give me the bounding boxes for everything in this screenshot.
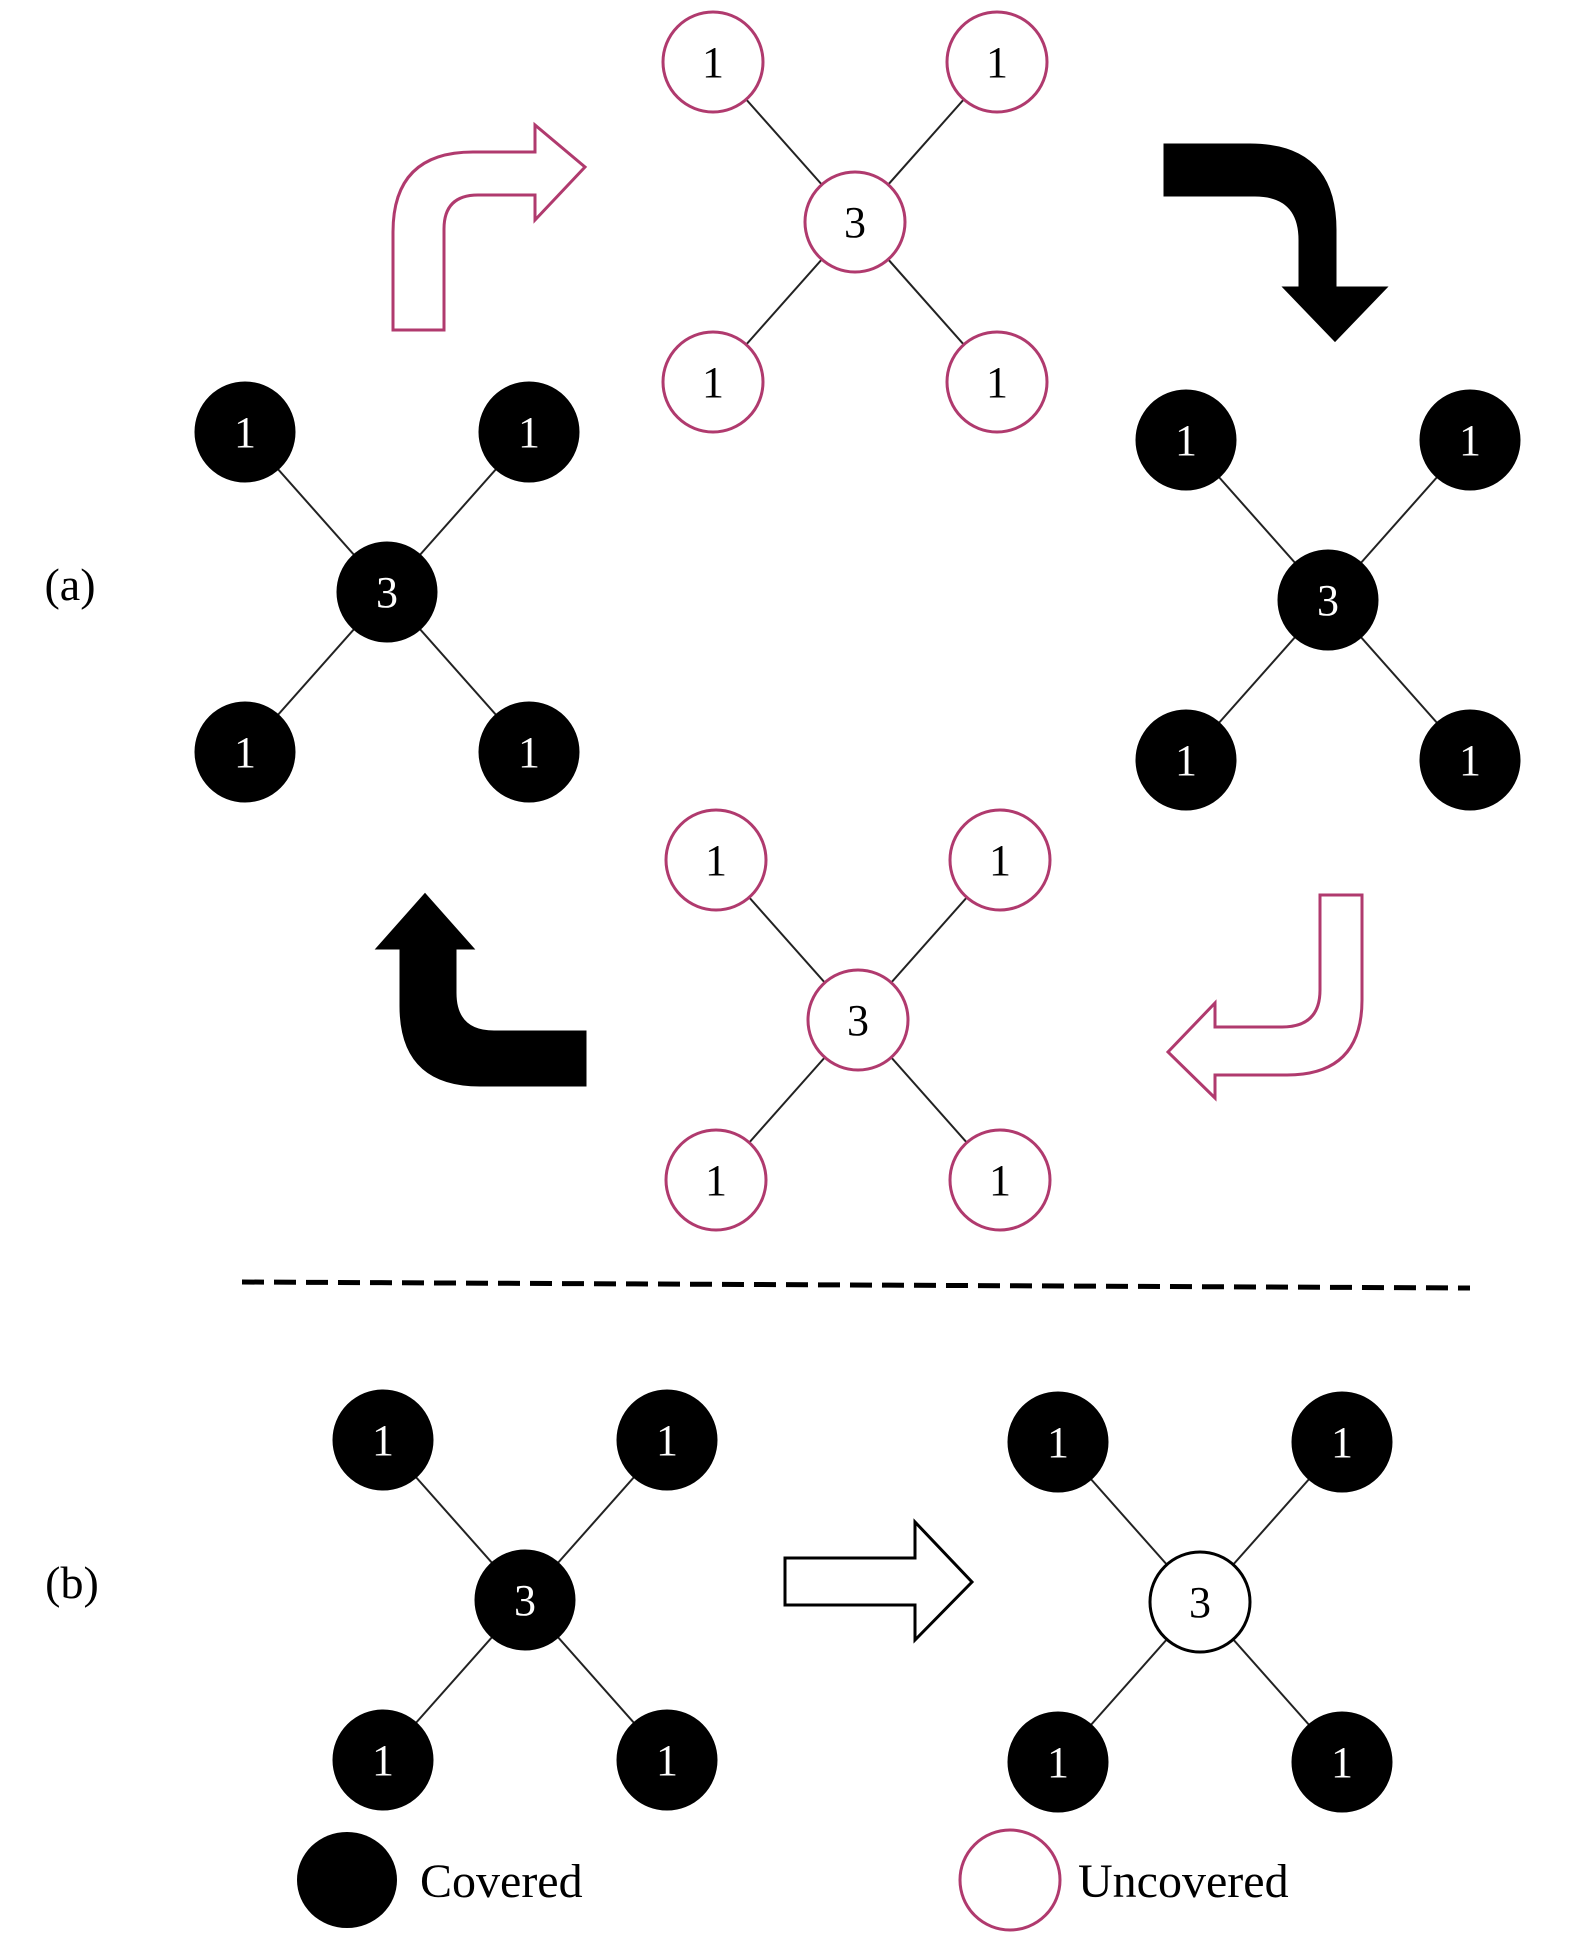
leaf-node-0-label: 1 <box>234 408 256 457</box>
leaf-node-1-label: 1 <box>989 836 1011 885</box>
panel-label-a: (a) <box>44 559 95 610</box>
center-node-circle <box>474 1549 576 1651</box>
leaf-node-1-circle <box>1291 1391 1393 1493</box>
leaf-node-3-label: 1 <box>518 728 540 777</box>
leaf-node-2-label: 1 <box>234 728 256 777</box>
leaf-node-3-circle <box>478 701 580 803</box>
center-node-circle <box>806 968 910 1072</box>
leaf-node-3-circle <box>1291 1711 1393 1813</box>
leaf-node-2-label: 1 <box>372 1736 394 1785</box>
leaf-node-0-circle <box>332 1389 434 1491</box>
leaf-node-1-circle <box>616 1389 718 1491</box>
leaf-node-2-label: 1 <box>1175 736 1197 785</box>
leaf-node-3-label: 1 <box>656 1736 678 1785</box>
curved-arrow-bottom-left-icon <box>374 892 587 1087</box>
legend-uncovered-swatch <box>958 1828 1062 1932</box>
leaf-node-0-label: 1 <box>1175 416 1197 465</box>
center-node-label: 3 <box>844 198 866 247</box>
separator-dashed-line <box>241 1279 1471 1291</box>
leaf-node-0-label: 1 <box>705 836 727 885</box>
leaf-node-1-circle <box>948 808 1052 912</box>
straight-arrow-icon <box>783 1518 975 1644</box>
center-node-circle <box>803 170 907 274</box>
leaf-node-2-label: 1 <box>705 1156 727 1205</box>
leaf-node-2-circle <box>332 1709 434 1811</box>
leaf-node-0-circle <box>1007 1391 1109 1493</box>
star-a-bottom-uncovered: 3 1 1 1 1 <box>664 808 1052 1232</box>
legend-uncovered-label: Uncovered <box>1078 1855 1289 1908</box>
leaf-node-1-label: 1 <box>656 1416 678 1465</box>
center-node-label: 3 <box>514 1576 536 1625</box>
leaf-node-3-label: 1 <box>1331 1738 1353 1787</box>
leaf-node-1-circle <box>945 10 1049 114</box>
star-a-right-covered: 3 1 1 1 1 <box>1135 389 1521 811</box>
center-node-label: 3 <box>847 996 869 1045</box>
leaf-node-2-circle <box>194 701 296 803</box>
leaf-node-3-label: 1 <box>1459 736 1481 785</box>
leaf-node-2-circle <box>1135 709 1237 811</box>
panel-label-b: (b) <box>45 1557 99 1608</box>
center-node-circle <box>336 541 438 643</box>
center-node-label: 3 <box>1317 576 1339 625</box>
leaf-node-3-label: 1 <box>986 358 1008 407</box>
leaf-node-0-circle <box>1135 389 1237 491</box>
leaf-node-2-circle <box>661 330 765 434</box>
leaf-node-0-circle <box>661 10 765 114</box>
center-node-circle <box>1148 1550 1252 1654</box>
curved-arrow-top-right-icon <box>1163 143 1389 343</box>
curved-arrow-top-left-icon <box>391 121 588 332</box>
leaf-node-0-circle <box>664 808 768 912</box>
leaf-node-3-label: 1 <box>989 1156 1011 1205</box>
center-node-circle <box>1277 549 1379 651</box>
leaf-node-2-label: 1 <box>702 358 724 407</box>
leaf-node-2-circle <box>1007 1711 1109 1813</box>
leaf-node-3-circle <box>1419 709 1521 811</box>
leaf-node-3-circle <box>948 1128 1052 1232</box>
center-node-label: 3 <box>376 568 398 617</box>
leaf-node-2-label: 1 <box>1047 1738 1069 1787</box>
star-b-right-center-uncovered: 3 1 1 1 1 <box>1007 1391 1393 1813</box>
leaf-node-2-circle <box>664 1128 768 1232</box>
center-node-label: 3 <box>1189 1578 1211 1627</box>
leaf-node-0-label: 1 <box>1047 1418 1069 1467</box>
star-a-top-uncovered: 3 1 1 1 1 <box>661 10 1049 434</box>
leaf-node-3-circle <box>945 330 1049 434</box>
leaf-node-1-label: 1 <box>986 38 1008 87</box>
legend-covered-label: Covered <box>420 1855 583 1908</box>
leaf-node-1-circle <box>478 381 580 483</box>
curved-arrow-bottom-right-icon <box>1165 893 1364 1102</box>
leaf-node-1-label: 1 <box>518 408 540 457</box>
legend-covered-swatch <box>297 1832 397 1928</box>
leaf-node-3-circle <box>616 1709 718 1811</box>
leaf-node-1-circle <box>1419 389 1521 491</box>
leaf-node-1-label: 1 <box>1459 416 1481 465</box>
leaf-node-0-label: 1 <box>702 38 724 87</box>
leaf-node-1-label: 1 <box>1331 1418 1353 1467</box>
star-a-left-covered: 3 1 1 1 1 <box>194 381 580 803</box>
star-b-left-covered: 3 1 1 1 1 <box>332 1389 718 1811</box>
leaf-node-0-label: 1 <box>372 1416 394 1465</box>
leaf-node-0-circle <box>194 381 296 483</box>
